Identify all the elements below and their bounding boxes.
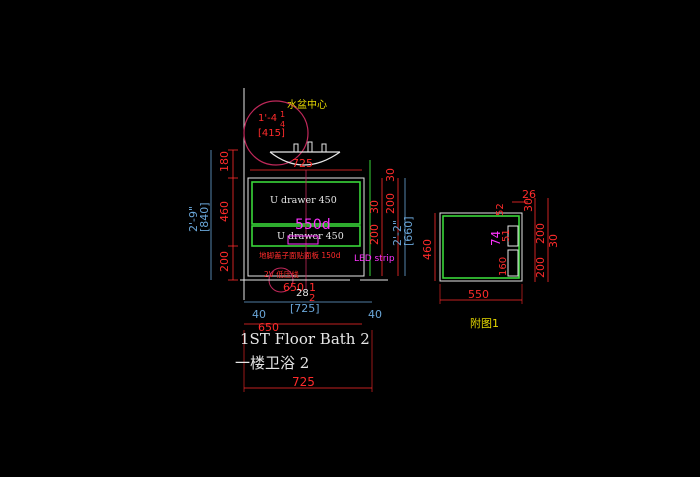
right-dim-200a: 200: [384, 193, 397, 214]
title-block: 1ST Floor Bath 2 一楼卫浴 2: [235, 330, 370, 372]
side-elevation: 26 52 30 74 51 160 200 30 200 460 550 附图…: [421, 188, 560, 330]
side-notch-top: [507, 225, 519, 247]
dim-460: 460: [218, 201, 231, 222]
basin-center-label: 水盆中心: [287, 98, 327, 111]
circle-dimension-4: [415]: [258, 128, 285, 139]
depth-callout: 550d: [295, 217, 331, 233]
bottom-dim-650: 650: [258, 321, 279, 334]
bottom-dim-2: 2: [309, 293, 315, 304]
circle-dimension-1: 1'-4: [258, 113, 277, 124]
bottom-dim-28: 28: [296, 288, 309, 299]
title-english: 1ST Floor Bath 2: [240, 330, 370, 348]
side-dim-52: 52: [495, 203, 506, 216]
right-height-metric: [660]: [402, 216, 415, 246]
front-elevation: 水盆中心 1'-4 1 4 [415] 725 U drawer 450 U d…: [187, 88, 415, 392]
height-metric: [840]: [198, 202, 211, 232]
top-width-dim: 725: [292, 157, 313, 170]
title-chinese: 一楼卫浴 2: [235, 354, 309, 372]
faucet-right: [321, 143, 327, 153]
side-dim-550: 550: [468, 288, 489, 301]
bottom-dim-725: 725: [292, 375, 315, 389]
bottom-dim-725-bracket: [725]: [290, 302, 320, 315]
right-dim-30a: 30: [384, 168, 397, 182]
side-dim-30b: 30: [547, 234, 560, 248]
low-voltage-note: 2V 低压线: [264, 269, 299, 279]
dim-180: 180: [218, 151, 231, 172]
right-dim-30b: 30: [368, 200, 381, 214]
depth-marker: [287, 235, 319, 245]
bottom-dim-650-top: 650: [283, 281, 304, 294]
side-dim-51: 51: [501, 229, 512, 242]
drawer-top-label: U drawer 450: [270, 195, 337, 206]
height-imperial: 2'-9": [187, 206, 200, 232]
dim-200: 200: [218, 251, 231, 272]
side-dim-200a: 200: [534, 223, 547, 244]
right-dim-200b: 200: [368, 224, 381, 245]
led-note: LED strip: [354, 254, 395, 264]
basin-circle: [243, 100, 309, 166]
kick-note: 地脚盖子面贴面板 150d: [259, 250, 341, 260]
side-dim-200b: 200: [534, 257, 547, 278]
side-dim-74: 74: [489, 231, 503, 246]
side-dim-160: 160: [498, 257, 509, 276]
dim-40-right: 40: [368, 308, 382, 321]
circle-dimension-2: 1: [280, 110, 285, 119]
side-caption: 附图1: [470, 316, 499, 330]
side-dim-460: 460: [421, 239, 434, 260]
side-notch-bottom: [507, 249, 519, 277]
basin-bowl: [269, 151, 341, 166]
bottom-dim-1: 1: [309, 281, 316, 294]
faucet-spout: [307, 141, 313, 153]
dim-40-left: 40: [252, 308, 266, 321]
circle-dimension-3: 4: [280, 120, 285, 129]
right-height-imperial: 2'-2": [391, 220, 404, 246]
side-dim-26: 26: [522, 188, 536, 201]
side-outline: [439, 212, 523, 282]
side-dim-30a: 30: [522, 198, 535, 212]
faucet-left: [293, 143, 299, 153]
side-inner: [442, 215, 520, 279]
